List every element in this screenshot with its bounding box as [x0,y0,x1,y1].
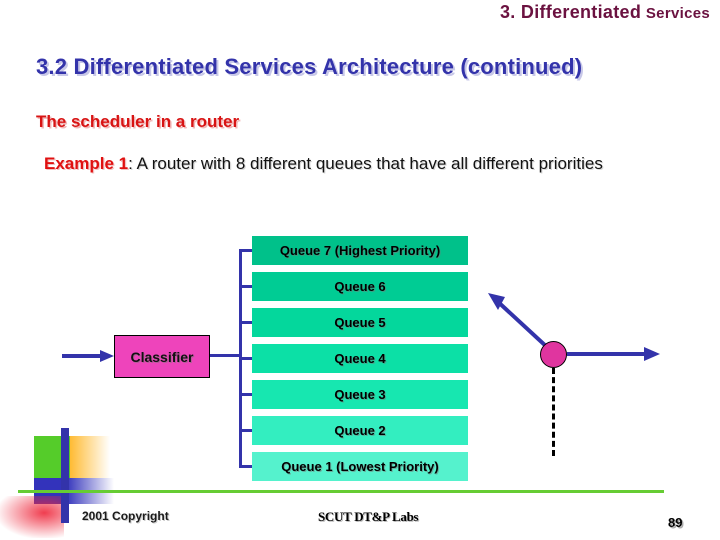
scheduler-heading: The scheduler in a router [36,112,240,131]
branch-line-queue-3 [239,393,253,396]
footer-labs: SCUT DT&P Labs [318,509,419,524]
slide-header-sub: Services [645,5,710,22]
branch-line-queue-6 [239,285,253,288]
branch-line-queue-1 [239,465,253,468]
example-label: Example 1 [44,154,129,173]
scheduler-dashed-sweep-line [552,368,555,456]
logo-orange-block [70,436,110,478]
queue-box-3[interactable]: Queue 3 [252,380,468,409]
queue-box-4[interactable]: Queue 4 [252,344,468,373]
branch-line-queue-7 [239,249,253,252]
queue-box-6[interactable]: Queue 6 [252,272,468,301]
branch-line-queue-5 [239,321,253,324]
queue-box-7[interactable]: Queue 7 (Highest Priority) [252,236,468,265]
classifier-stem-line [210,354,242,357]
logo-red-block [0,496,64,538]
slide-header: 3. Differentiated Services [500,2,710,23]
classifier-box[interactable]: Classifier [114,335,210,378]
example-paragraph: Example 1: A router with 8 different que… [44,152,684,176]
logo-blue-vertical-bar [61,428,69,523]
queue-box-5[interactable]: Queue 5 [252,308,468,337]
slide-header-main: 3. Differentiated [499,2,642,22]
branch-line-queue-2 [239,429,253,432]
scheduler-hub-icon[interactable] [540,341,567,368]
example-body: : A router with 8 different queues that … [128,154,603,173]
page-number: 89 [668,515,683,530]
queue-box-1[interactable]: Queue 1 (Lowest Priority) [252,452,468,481]
section-subtitle: 3.2 Differentiated Services Architecture… [36,54,583,79]
footer-copyright: 2001 Copyright [82,509,169,523]
footer-divider [18,490,664,493]
queue-box-2[interactable]: Queue 2 [252,416,468,445]
branch-line-queue-4 [239,357,253,360]
